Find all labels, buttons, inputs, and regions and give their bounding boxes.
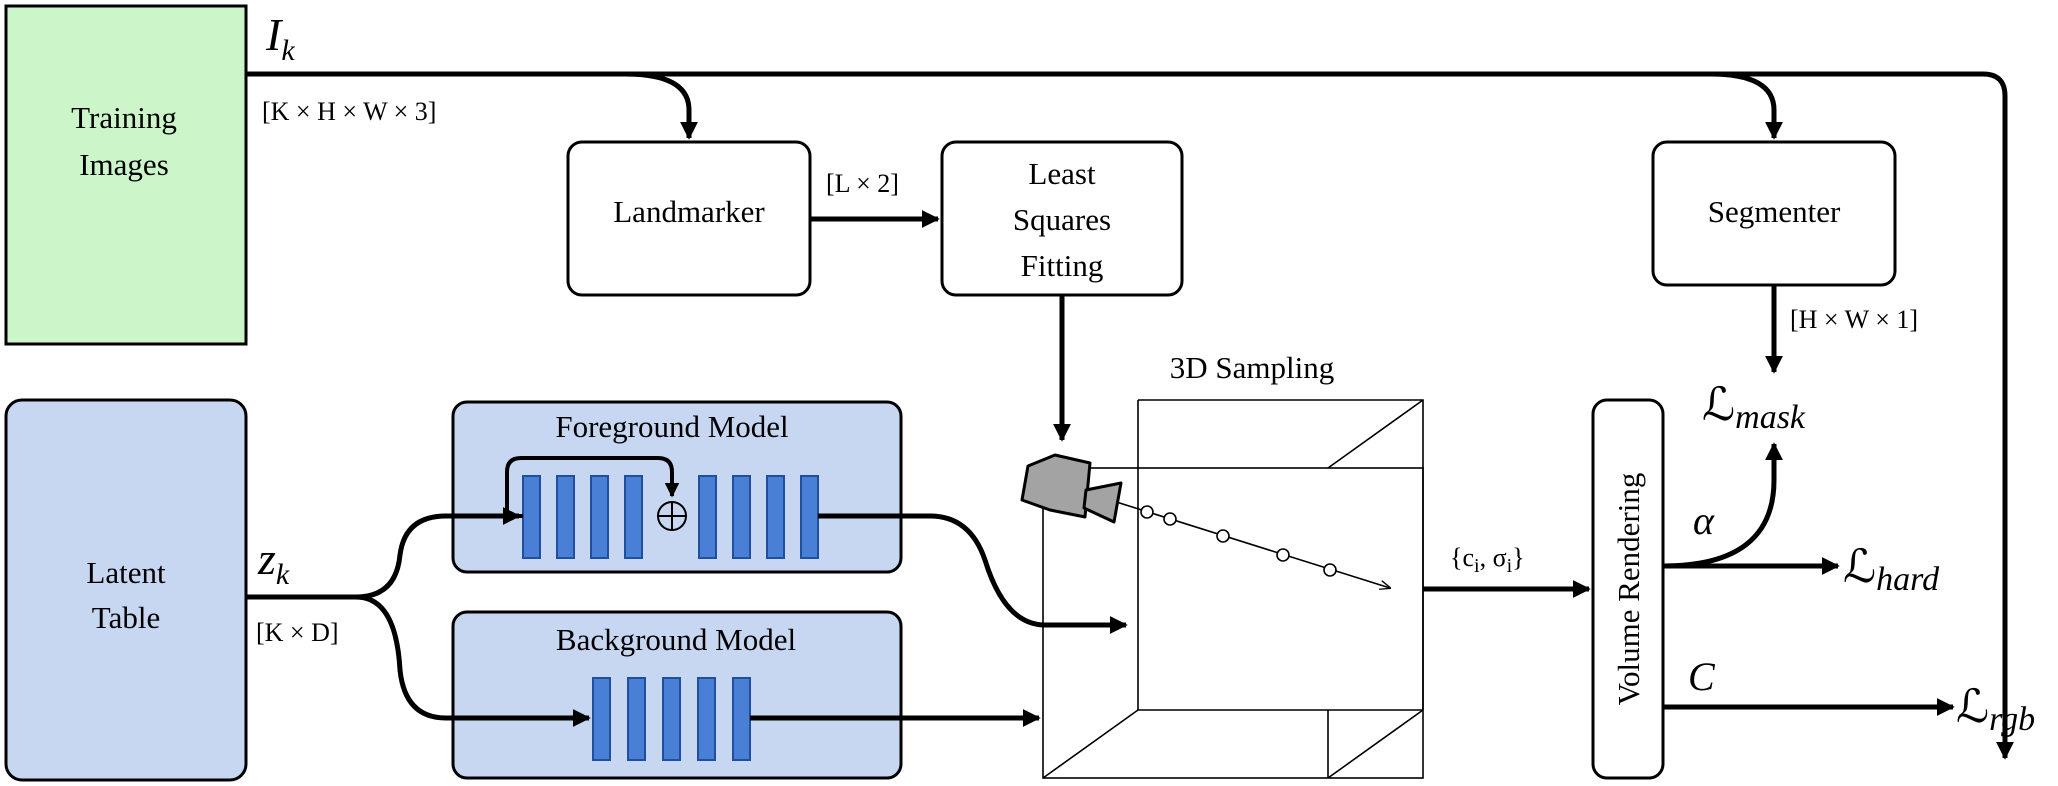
- sampling-label: 3D Sampling: [1170, 350, 1334, 385]
- least-squares-node: Least Squares Fitting: [940, 140, 1184, 297]
- alpha-to-mask-loss-arrow: [1662, 442, 1783, 569]
- least-squares-line2: Squares: [1013, 202, 1111, 237]
- latent-shape-label: [K × D]: [256, 618, 339, 647]
- connectors: [246, 71, 2014, 760]
- bg-layer-4: [697, 677, 716, 761]
- fg-layer-8: [800, 475, 819, 559]
- foreground-model-label: Foreground Model: [555, 409, 788, 444]
- least-squares-line1: Least: [1028, 156, 1096, 191]
- landmarker-node: Landmarker: [566, 140, 812, 297]
- landmark-shape-label: [L × 2]: [826, 169, 899, 198]
- latent-symbol: zk: [257, 533, 290, 591]
- foreground-to-sampling-arrow: [818, 513, 1128, 634]
- bg-layer-3: [662, 677, 681, 761]
- image-shape-label: [K × H × W × 3]: [262, 97, 436, 126]
- sample-points: [1140, 505, 1337, 577]
- hard-loss-label: ℒhard: [1843, 541, 1940, 598]
- mask-loss-label: ℒmask: [1702, 379, 1806, 436]
- alpha-label: α: [1693, 498, 1715, 543]
- volume-rendering-label: Volume Rendering: [1611, 473, 1646, 706]
- image-to-segmenter-arrow: [1709, 71, 1783, 140]
- bg-layer-5: [732, 677, 751, 761]
- image-to-landmarker-arrow: [624, 71, 698, 140]
- fg-layer-5: [698, 475, 717, 559]
- skip-add-icon: [657, 501, 687, 531]
- latent-to-foreground-arrow: [355, 507, 521, 600]
- fg-layer-4: [624, 475, 643, 559]
- foreground-model-node: Foreground Model: [451, 400, 903, 574]
- segmenter-label: Segmenter: [1708, 194, 1841, 229]
- fg-layer-2: [556, 475, 575, 559]
- background-model-node: Background Model: [451, 610, 903, 780]
- fg-layer-7: [766, 475, 785, 559]
- fg-layer-6: [732, 475, 751, 559]
- latent-to-background-arrow: [355, 594, 591, 727]
- image-bus-arrow: [246, 71, 2014, 760]
- volume-rendering-node: Volume Rendering: [1591, 398, 1665, 780]
- fg-layer-3: [590, 475, 609, 559]
- sampling-ray: [1109, 499, 1390, 588]
- fg-layer-1: [522, 475, 541, 559]
- sampling-cube: 3D Sampling: [1020, 350, 1424, 779]
- camera-icon: [1020, 453, 1123, 524]
- training-images-line2: Images: [79, 147, 169, 182]
- foreground-layers: [522, 475, 819, 559]
- sample-point: [1323, 563, 1337, 577]
- least-squares-line3: Fitting: [1021, 248, 1104, 283]
- samples-label: {ci, σi}: [1450, 543, 1525, 577]
- sample-point: [1216, 529, 1230, 543]
- segmenter-node: Segmenter: [1651, 140, 1897, 287]
- sample-point: [1163, 512, 1177, 526]
- skip-connection-arrow: [505, 456, 680, 516]
- image-symbol: Ik: [265, 9, 295, 67]
- training-images-node: Training Images: [4, 4, 248, 346]
- color-label: C: [1688, 654, 1716, 699]
- latent-table-node: Latent Table: [4, 398, 248, 782]
- mask-shape-label: [H × W × 1]: [1790, 305, 1918, 334]
- background-model-label: Background Model: [556, 622, 796, 657]
- bg-layer-1: [592, 677, 611, 761]
- landmarker-label: Landmarker: [613, 194, 765, 229]
- bg-layer-2: [627, 677, 646, 761]
- sample-point: [1276, 548, 1290, 562]
- background-layers: [592, 677, 751, 761]
- rgb-loss-label: ℒrgb: [1956, 681, 2035, 738]
- latent-table-line2: Table: [92, 600, 160, 635]
- latent-table-line1: Latent: [86, 555, 166, 590]
- sample-point: [1140, 505, 1154, 519]
- training-images-line1: Training: [71, 100, 177, 135]
